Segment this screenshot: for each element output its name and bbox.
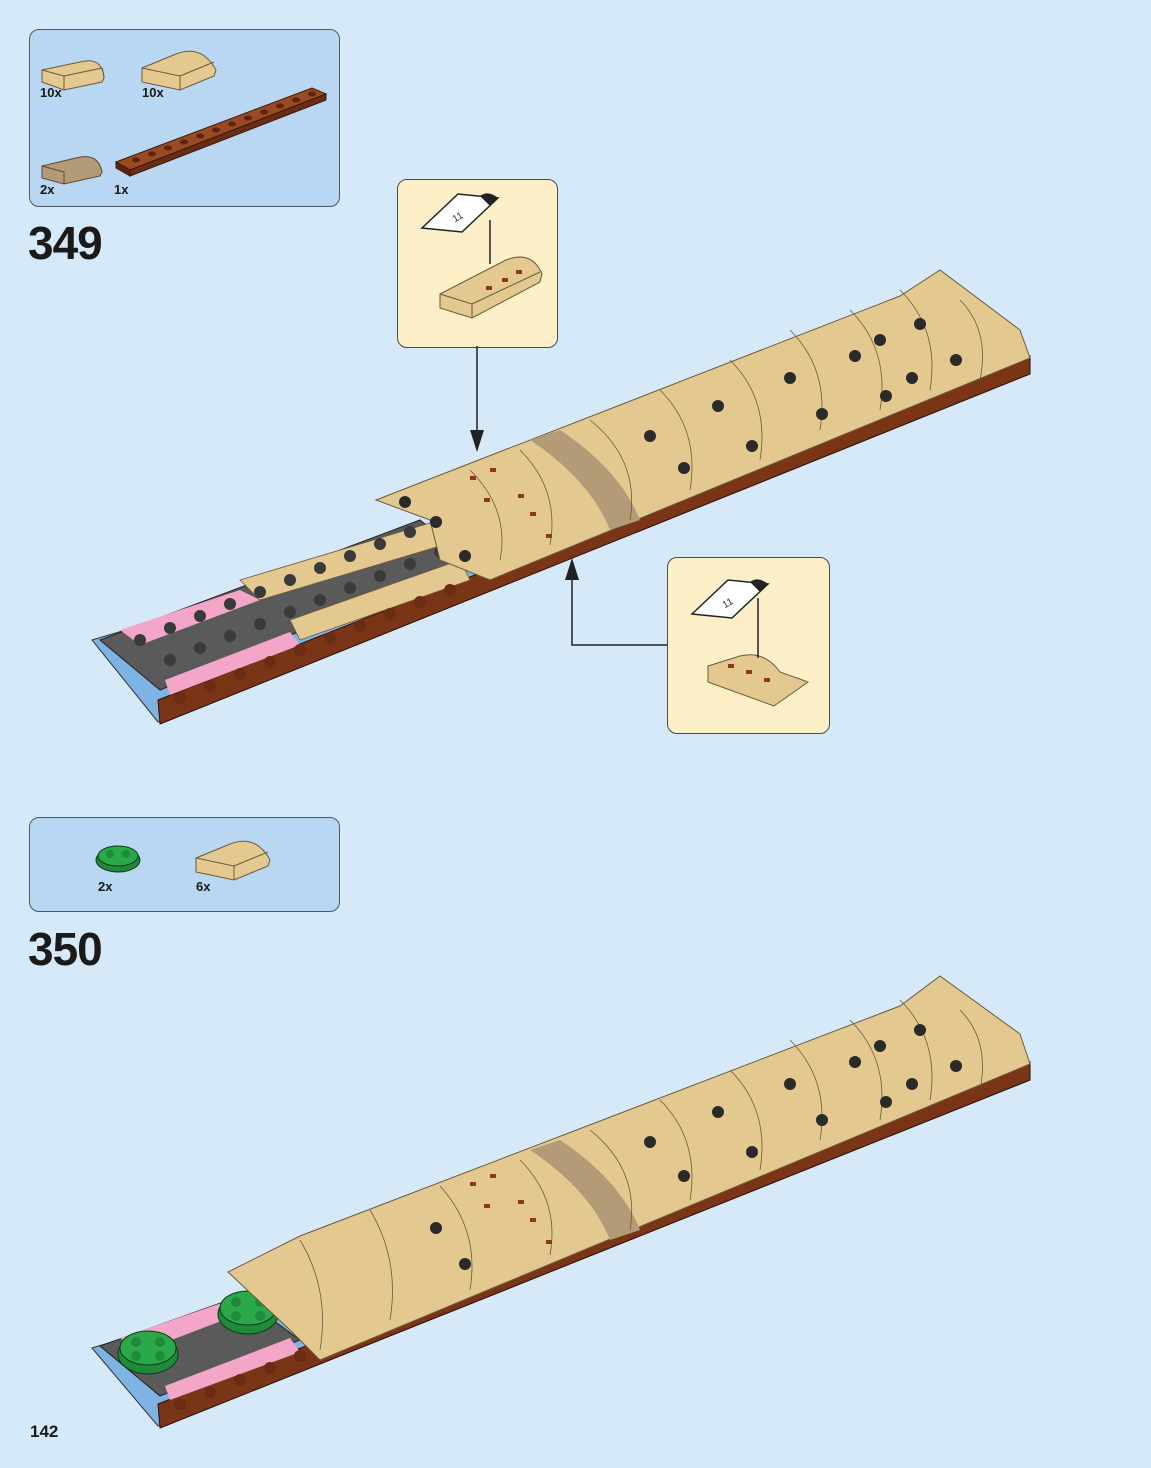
step-number: 350	[28, 923, 103, 975]
arrow-head-icon	[565, 558, 579, 580]
parts-list-step-350: 2x 6x	[29, 817, 340, 912]
part-qty: 10x	[142, 85, 164, 100]
sticker-callout-bottom: 11	[667, 557, 830, 734]
dark-tan-curved-slope-icon	[41, 156, 103, 185]
placement-arrow	[571, 565, 667, 646]
parts-list-step-349: 10x 10x 2x 1x	[29, 29, 340, 207]
model-step-349	[91, 269, 1031, 725]
tan-curved-slope-2x2-icon	[195, 840, 271, 881]
step-number: 349	[28, 217, 103, 269]
part-qty: 2x	[40, 182, 55, 197]
tan-slope-with-sticker-icon	[439, 256, 543, 319]
callout-leader-line	[757, 598, 759, 658]
tan-curved-slope-1x2-icon	[41, 60, 105, 91]
reddish-brown-plate-1x12-icon	[114, 87, 328, 177]
tan-slope-with-sticker-icon	[707, 654, 810, 707]
sticker-sheet-icon: 11	[420, 193, 500, 233]
part-qty: 2x	[98, 879, 113, 894]
tan-curved-slope-2x2-icon	[141, 50, 217, 91]
page-number: 142	[30, 1422, 59, 1441]
part-qty: 10x	[40, 85, 62, 100]
sticker-callout-top: 11	[397, 179, 558, 348]
arrow-head-icon	[470, 430, 484, 452]
part-qty: 6x	[196, 879, 211, 894]
part-qty: 1x	[114, 182, 129, 197]
green-round-plate-2x2-icon	[95, 845, 141, 873]
callout-leader-line	[489, 220, 491, 264]
sticker-sheet-icon: 11	[690, 579, 770, 619]
